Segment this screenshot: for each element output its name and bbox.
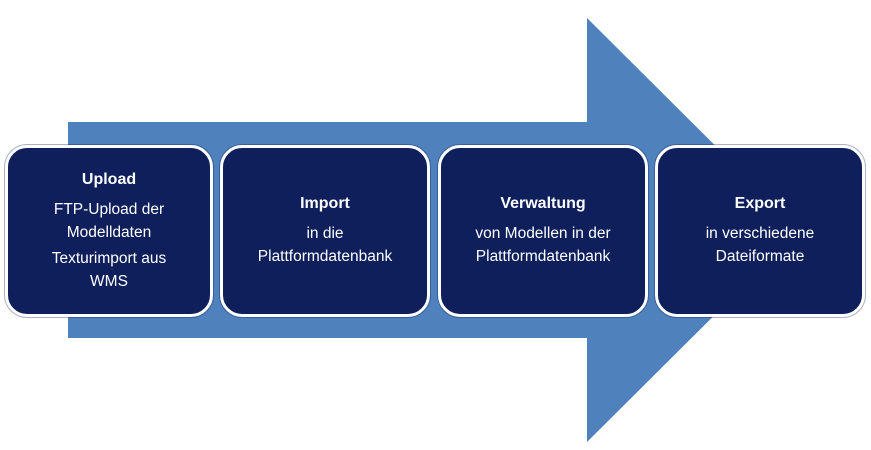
step-verwaltung-title: Verwaltung: [500, 195, 586, 212]
step-import-line: in die Plattformdatenbank: [257, 225, 393, 265]
arrow-shape: [68, 18, 800, 442]
step-export-title: Export: [734, 195, 786, 212]
step-verwaltung-line: von Modellen in der Plattformdatenbank: [475, 225, 611, 265]
step-upload-line-ftp: FTP-Upload der Modelldaten: [53, 200, 165, 241]
step-upload-box: Upload FTP-Upload der Modelldaten Textur…: [5, 145, 213, 317]
step-import-box: Import in die Plattformdatenbank: [220, 145, 430, 317]
step-upload-line-texture: Texturimport aus WMS: [51, 249, 167, 290]
step-import-title: Import: [300, 195, 350, 212]
step-export-box: Export in verschiedene Dateiformate: [655, 145, 865, 317]
step-verwaltung-box: Verwaltung von Modellen in der Plattform…: [438, 145, 648, 317]
step-upload-title: Upload: [81, 170, 137, 188]
step-export-line: in verschiedene Dateiformate: [705, 225, 815, 265]
